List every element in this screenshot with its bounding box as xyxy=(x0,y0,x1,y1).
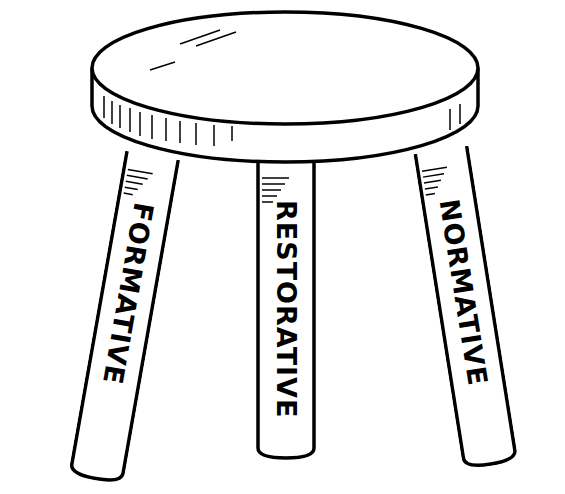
stool-leg: NORMATIVE xyxy=(413,146,518,471)
leg-label: RESTORATIVE xyxy=(256,200,316,418)
leg-label: FORMATIVE xyxy=(85,198,172,390)
stool-leg: RESTORATIVE xyxy=(256,160,316,460)
leg-label: NORMATIVE xyxy=(421,195,506,390)
stool-leg: FORMATIVE xyxy=(68,151,180,486)
